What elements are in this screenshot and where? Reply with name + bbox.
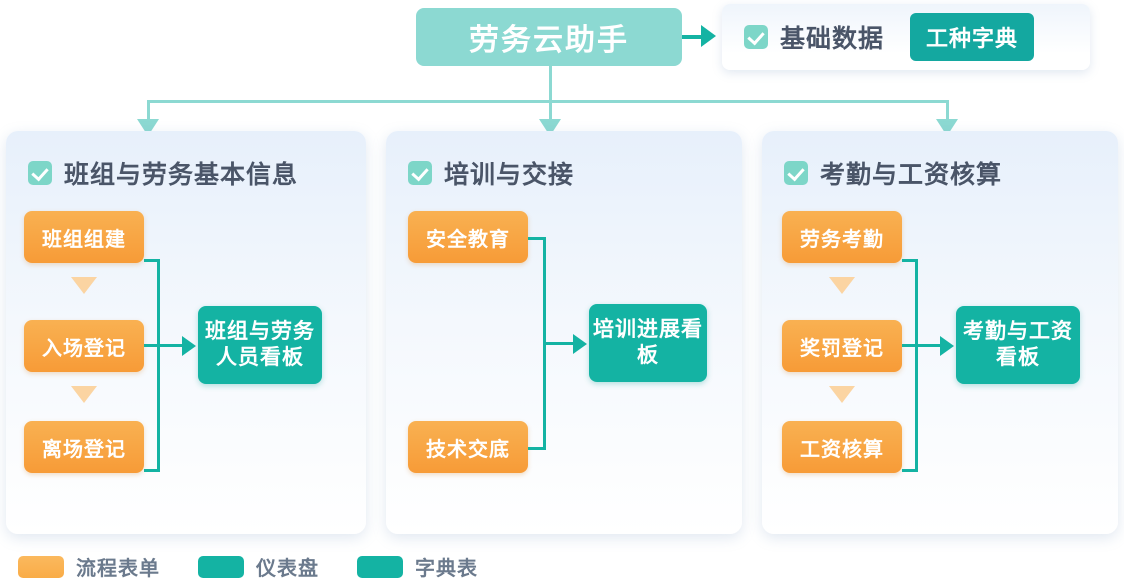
legend: 流程表单 仪表盘 字典表 bbox=[18, 552, 516, 581]
legend-swatch-dictionary bbox=[357, 555, 403, 578]
dashboard-box[interactable]: 班组与劳务人员看板 bbox=[198, 306, 322, 384]
legend-item: 流程表单 bbox=[18, 552, 160, 581]
arrow-down-icon bbox=[71, 386, 97, 403]
bracket-stub-bottom bbox=[144, 469, 160, 472]
bracket-arrow-line bbox=[902, 344, 942, 347]
bracket-spine bbox=[157, 259, 160, 472]
form-box[interactable]: 离场登记 bbox=[24, 421, 144, 473]
panel-header: 考勤与工资核算 bbox=[784, 155, 1002, 191]
form-box[interactable]: 入场登记 bbox=[24, 320, 144, 372]
bracket-stub-top bbox=[528, 237, 546, 240]
form-box[interactable]: 安全教育 bbox=[408, 211, 528, 263]
arrow-right-icon bbox=[182, 336, 196, 356]
check-square-icon bbox=[408, 161, 432, 185]
bracket-stub-bottom bbox=[528, 447, 546, 450]
arrow-down-icon bbox=[71, 277, 97, 294]
title-to-basic-data-connector bbox=[682, 35, 704, 39]
panel-basic-info[interactable]: 班组与劳务基本信息 班组组建 入场登记 离场登记 班组与劳务人员看板 bbox=[6, 131, 366, 534]
bracket-arrow-line bbox=[543, 342, 575, 345]
bus-connector bbox=[147, 100, 949, 103]
arrow-down-icon bbox=[829, 386, 855, 403]
legend-label: 字典表 bbox=[415, 558, 478, 580]
legend-swatch-form bbox=[18, 555, 64, 578]
diagram-title: 劳务云助手 bbox=[416, 8, 682, 66]
dashboard-box[interactable]: 培训进展看板 bbox=[589, 304, 707, 382]
panel-title: 考勤与工资核算 bbox=[820, 161, 1003, 189]
bracket-arrow-line bbox=[144, 344, 184, 347]
form-box[interactable]: 技术交底 bbox=[408, 421, 528, 473]
basic-data-card: 基础数据 工种字典 bbox=[722, 4, 1090, 70]
arrow-down-icon bbox=[829, 277, 855, 294]
form-box[interactable]: 劳务考勤 bbox=[782, 211, 902, 263]
drop-connector-center bbox=[549, 103, 552, 121]
legend-swatch-dashboard bbox=[198, 555, 244, 578]
check-square-icon bbox=[28, 161, 52, 185]
trunk-connector bbox=[549, 66, 552, 102]
form-box[interactable]: 奖罚登记 bbox=[782, 320, 902, 372]
form-box[interactable]: 班组组建 bbox=[24, 211, 144, 263]
panel-training[interactable]: 培训与交接 安全教育 技术交底 培训进展看板 bbox=[386, 131, 742, 534]
legend-item: 仪表盘 bbox=[198, 552, 319, 581]
dashboard-box[interactable]: 考勤与工资看板 bbox=[956, 306, 1080, 384]
basic-data-label: 基础数据 bbox=[780, 25, 885, 53]
bracket-stub-bottom bbox=[902, 469, 918, 472]
check-square-icon bbox=[784, 161, 808, 185]
drop-connector-right bbox=[946, 103, 949, 121]
legend-label: 仪表盘 bbox=[256, 558, 319, 580]
panel-attendance-payroll[interactable]: 考勤与工资核算 劳务考勤 奖罚登记 工资核算 考勤与工资看板 bbox=[762, 131, 1118, 534]
bracket-stub-top bbox=[902, 259, 918, 262]
drop-connector-left bbox=[147, 103, 150, 121]
dictionary-button[interactable]: 工种字典 bbox=[910, 13, 1035, 61]
bracket-stub-top bbox=[144, 259, 160, 262]
panel-header: 培训与交接 bbox=[408, 155, 574, 191]
legend-item: 字典表 bbox=[357, 552, 478, 581]
check-square-icon bbox=[744, 25, 768, 49]
panel-header: 班组与劳务基本信息 bbox=[28, 155, 298, 191]
form-box[interactable]: 工资核算 bbox=[782, 421, 902, 473]
arrow-right-icon bbox=[940, 336, 954, 356]
panel-title: 班组与劳务基本信息 bbox=[64, 161, 299, 189]
panel-title: 培训与交接 bbox=[444, 161, 575, 189]
legend-label: 流程表单 bbox=[76, 558, 160, 580]
bracket-spine bbox=[915, 259, 918, 472]
arrow-right-icon bbox=[573, 334, 587, 354]
arrow-right-icon bbox=[701, 25, 716, 47]
